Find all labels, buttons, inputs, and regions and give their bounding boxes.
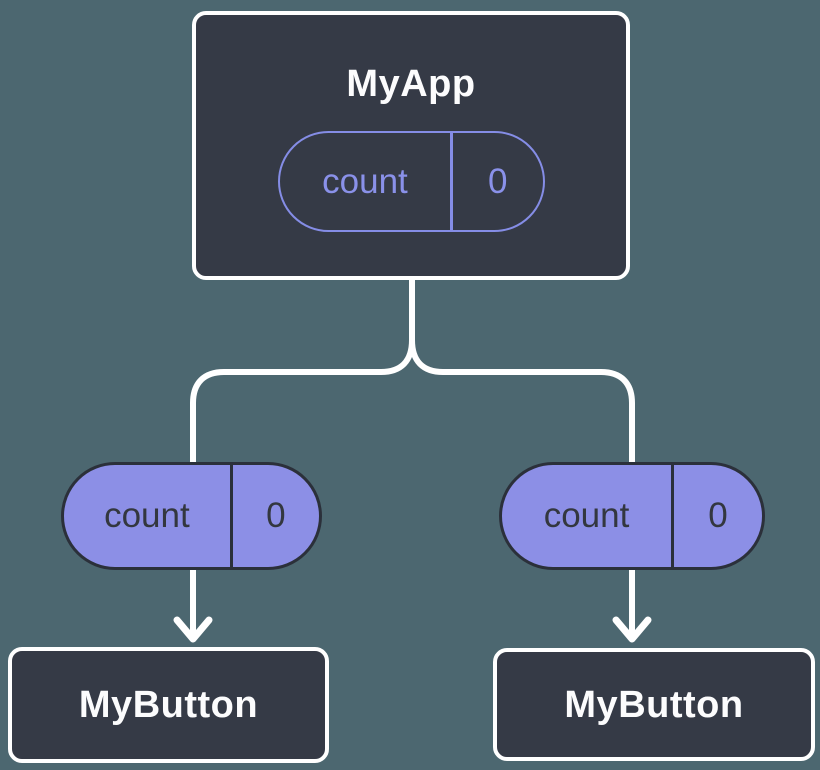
left-child-component-title: MyButton — [78, 684, 259, 726]
root-state-pill: count 0 — [277, 131, 545, 232]
root-state-pill-divider — [450, 133, 453, 230]
left-arrow-head — [173, 616, 213, 643]
right-prop-value: 0 — [708, 496, 728, 535]
left-branch-connector — [190, 339, 415, 636]
left-prop-pill: count 0 — [61, 462, 322, 570]
right-branch-connector — [409, 339, 635, 636]
left-child-component-node: MyButton — [8, 647, 329, 763]
root-state-value: 0 — [487, 161, 508, 201]
root-component-node: MyApp count 0 — [192, 11, 630, 280]
right-arrow-head — [612, 616, 652, 643]
right-child-component-node: MyButton — [493, 648, 815, 761]
right-prop-pill-divider — [671, 465, 674, 567]
right-prop-pill: count 0 — [499, 462, 765, 570]
root-state-name: count — [322, 161, 408, 201]
root-component-title: MyApp — [346, 63, 476, 105]
left-prop-name: count — [104, 496, 190, 535]
left-prop-value: 0 — [266, 496, 286, 535]
right-child-component-title: MyButton — [564, 683, 744, 726]
left-prop-pill-divider — [229, 465, 233, 567]
right-prop-name: count — [543, 496, 630, 535]
